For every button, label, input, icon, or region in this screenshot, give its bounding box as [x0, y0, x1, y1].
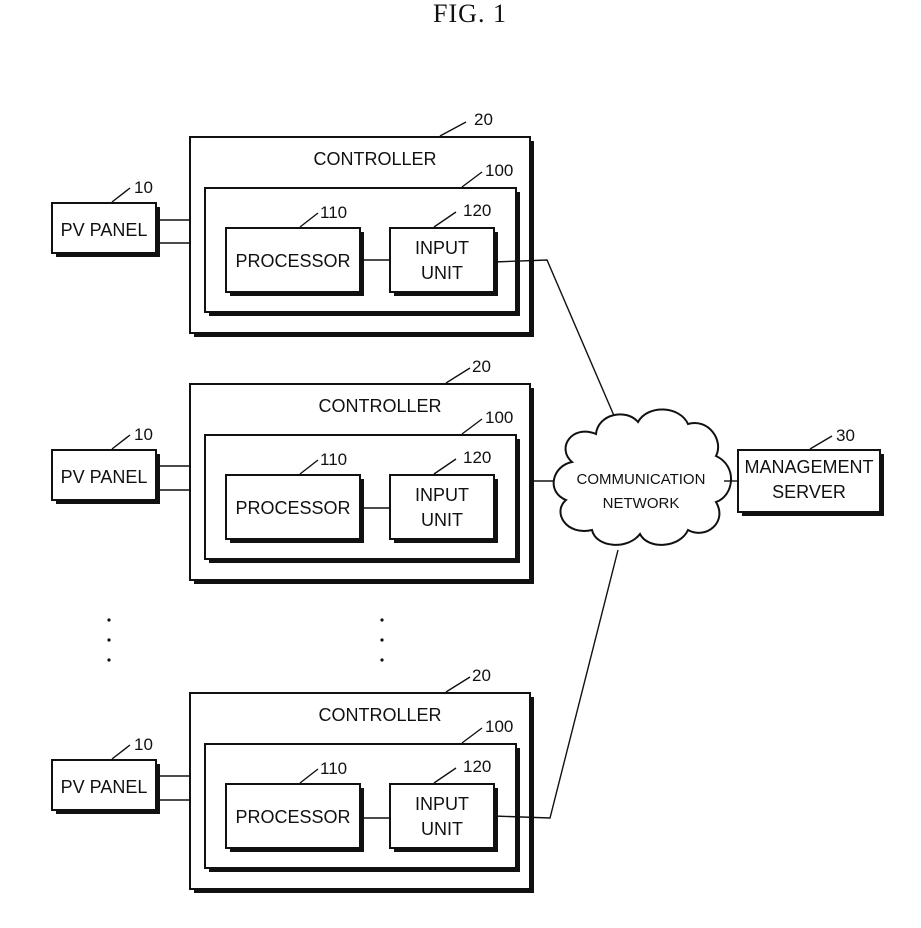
- inner-ref: 100: [485, 717, 513, 736]
- input-unit-label-1: INPUT: [415, 794, 469, 814]
- communication-network: COMMUNICATION NETWORK: [554, 409, 731, 544]
- figure-title: FIG. 1: [433, 0, 507, 28]
- controller-label: CONTROLLER: [318, 396, 441, 416]
- pv-panel-2: PV PANEL 10: [52, 425, 160, 504]
- input-unit-label-2: UNIT: [421, 819, 463, 839]
- processor-label: PROCESSOR: [235, 251, 350, 271]
- inner-ref: 100: [485, 161, 513, 180]
- pv-panel-ref: 10: [134, 425, 153, 444]
- server-ref: 30: [836, 426, 855, 445]
- input-unit-label-1: INPUT: [415, 485, 469, 505]
- pv-panel-ref: 10: [134, 735, 153, 754]
- controller-3: CONTROLLER 20 100 PROCESSOR 110 INPUT UN…: [190, 666, 534, 893]
- input-unit-label-2: UNIT: [421, 263, 463, 283]
- controller-ref: 20: [472, 666, 491, 685]
- pv-panel-3: PV PANEL 10: [52, 735, 160, 814]
- processor-ref: 110: [320, 203, 347, 222]
- controller-label: CONTROLLER: [313, 149, 436, 169]
- processor-ref: 110: [320, 759, 347, 778]
- input-unit-label-2: UNIT: [421, 510, 463, 530]
- continuation-dots: [107, 618, 383, 661]
- inner-ref: 100: [485, 408, 513, 427]
- pv-panel-label: PV PANEL: [61, 467, 148, 487]
- server-label-2: SERVER: [772, 482, 846, 502]
- input-unit-ref: 120: [463, 201, 491, 220]
- pv-panel-label: PV PANEL: [61, 777, 148, 797]
- controller-1: CONTROLLER 20 100 PROCESSOR 110 INPUT UN…: [190, 110, 534, 337]
- controller-label: CONTROLLER: [318, 705, 441, 725]
- processor-ref: 110: [320, 450, 347, 469]
- processor-label: PROCESSOR: [235, 498, 350, 518]
- controller-ref: 20: [472, 357, 491, 376]
- input-unit-ref: 120: [463, 757, 491, 776]
- pv-panel-1: PV PANEL 10: [52, 178, 160, 257]
- pv-panel-label: PV PANEL: [61, 220, 148, 240]
- network-label-2: NETWORK: [603, 495, 680, 512]
- input-unit-ref: 120: [463, 448, 491, 467]
- controller-group-1: PV PANEL 10 CONTROLLER 20 100 PROCESSOR …: [52, 110, 618, 425]
- management-server: MANAGEMENT SERVER 30: [738, 426, 884, 516]
- server-label-1: MANAGEMENT: [744, 457, 873, 477]
- controller-group-3: PV PANEL 10 CONTROLLER 20 100 PROCESSOR …: [52, 550, 618, 893]
- controller-2: CONTROLLER 20 100 PROCESSOR 110 INPUT UN…: [190, 357, 534, 584]
- controller-group-2: PV PANEL 10 CONTROLLER 20 100 PROCESSOR …: [52, 357, 558, 584]
- network-label-1: COMMUNICATION: [577, 471, 706, 488]
- controller-ref: 20: [474, 110, 493, 129]
- processor-label: PROCESSOR: [235, 807, 350, 827]
- pv-panel-ref: 10: [134, 178, 153, 197]
- input-unit-label-1: INPUT: [415, 238, 469, 258]
